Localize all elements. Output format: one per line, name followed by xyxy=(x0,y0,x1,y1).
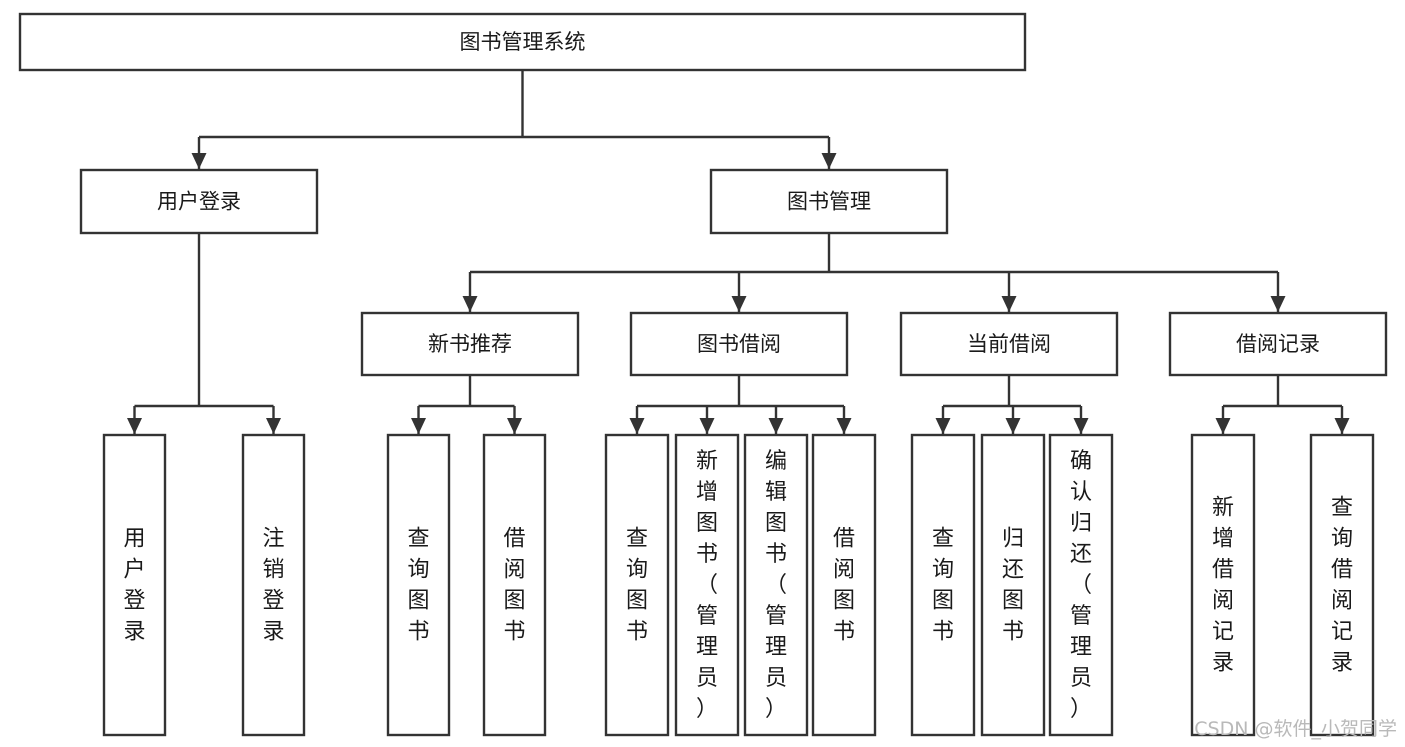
arrow-head-icon xyxy=(127,418,142,434)
node-box xyxy=(1048,433,1114,737)
node-l3-新书推荐[interactable]: 新书推荐 xyxy=(360,311,580,377)
node-l2-用户登录[interactable]: 用户登录 xyxy=(79,168,319,235)
node-label: 新增图书（管理员） xyxy=(696,449,718,722)
node-label: 图书管理 xyxy=(787,190,871,214)
node-label: 用户登录 xyxy=(123,527,145,645)
watermark-label: CSDN @软件_小贺同学 xyxy=(1194,718,1397,740)
node-leaf-确认归还管理员[interactable]: 确认归还（管理员） xyxy=(1048,433,1114,737)
node-leaf-查询借阅记录[interactable]: 查询借阅记录 xyxy=(1309,433,1375,737)
node-box xyxy=(811,433,877,737)
arrow-head-icon xyxy=(191,153,207,169)
arrow-head-icon xyxy=(1270,296,1286,312)
arrow-head-icon xyxy=(1073,418,1089,434)
node-label: 图书管理系统 xyxy=(460,30,586,54)
arrow-head-icon xyxy=(768,418,784,434)
arrow-head-icon xyxy=(411,418,426,434)
arrow-head-icon xyxy=(935,418,951,434)
node-leaf-查询图书[interactable]: 查询图书 xyxy=(386,433,451,737)
node-box xyxy=(482,433,547,737)
node-box xyxy=(1168,311,1388,377)
arrow-head-icon xyxy=(1005,418,1021,434)
node-label: 当前借阅 xyxy=(967,332,1051,356)
arrow-head-icon xyxy=(821,153,837,169)
connector-links-layer xyxy=(127,70,1350,434)
node-box xyxy=(604,433,670,737)
node-label: 查询借阅记录 xyxy=(1331,496,1353,676)
arrow-head-icon xyxy=(507,418,522,434)
node-label: 归还图书 xyxy=(1002,527,1024,645)
node-l3-借阅记录[interactable]: 借阅记录 xyxy=(1168,311,1388,377)
node-label: 确认归还（管理员） xyxy=(1070,449,1092,722)
node-l3-当前借阅[interactable]: 当前借阅 xyxy=(899,311,1119,377)
node-leaf-借阅图书[interactable]: 借阅图书 xyxy=(811,433,877,737)
node-box xyxy=(743,433,809,737)
node-label: 用户登录 xyxy=(157,190,241,214)
node-leaf-查询图书[interactable]: 查询图书 xyxy=(910,433,976,737)
node-label: 查询图书 xyxy=(932,527,954,645)
node-box xyxy=(980,433,1046,737)
node-leaf-编辑图书管理员[interactable]: 编辑图书（管理员） xyxy=(743,433,809,737)
node-label: 新书推荐 xyxy=(428,332,512,356)
node-l2-图书管理[interactable]: 图书管理 xyxy=(709,168,949,235)
node-box xyxy=(910,433,976,737)
node-label: 查询图书 xyxy=(407,527,429,645)
node-leaf-新增图书管理员[interactable]: 新增图书（管理员） xyxy=(674,433,740,737)
arrow-head-icon xyxy=(731,296,747,312)
node-box xyxy=(241,433,306,737)
node-label: 借阅图书 xyxy=(833,527,855,645)
arrow-head-icon xyxy=(1215,418,1231,434)
arrow-head-icon xyxy=(699,418,715,434)
node-box xyxy=(386,433,451,737)
arrow-head-icon xyxy=(266,418,281,434)
node-l3-图书借阅[interactable]: 图书借阅 xyxy=(629,311,849,377)
node-box xyxy=(1309,433,1375,737)
node-label: 图书借阅 xyxy=(697,332,781,356)
arrow-head-icon xyxy=(836,418,852,434)
node-box xyxy=(102,433,167,737)
node-leaf-新增借阅记录[interactable]: 新增借阅记录 xyxy=(1190,433,1256,737)
node-label: 查询图书 xyxy=(626,527,648,645)
arrow-head-icon xyxy=(1334,418,1350,434)
node-leaf-借阅图书[interactable]: 借阅图书 xyxy=(482,433,547,737)
node-leaf-注销登录[interactable]: 注销登录 xyxy=(241,433,306,737)
arrow-head-icon xyxy=(1001,296,1017,312)
node-root-图书管理系统[interactable]: 图书管理系统 xyxy=(18,12,1027,72)
node-label: 新增借阅记录 xyxy=(1212,496,1234,676)
node-leaf-归还图书[interactable]: 归还图书 xyxy=(980,433,1046,737)
arrow-head-icon xyxy=(629,418,645,434)
node-box xyxy=(79,168,319,235)
node-label: 借阅记录 xyxy=(1236,332,1320,356)
node-leaf-用户登录[interactable]: 用户登录 xyxy=(102,433,167,737)
node-boxes-layer: 图书管理系统用户登录图书管理新书推荐图书借阅当前借阅借阅记录用户登录注销登录查询… xyxy=(18,12,1388,737)
node-box xyxy=(18,12,1027,72)
node-label: 编辑图书（管理员） xyxy=(765,449,787,722)
node-box xyxy=(709,168,949,235)
node-box xyxy=(674,433,740,737)
node-box xyxy=(360,311,580,377)
node-label: 注销登录 xyxy=(262,527,284,645)
node-label: 借阅图书 xyxy=(503,527,525,645)
node-box xyxy=(1190,433,1256,737)
node-box xyxy=(899,311,1119,377)
arrow-head-icon xyxy=(462,296,478,312)
node-leaf-查询图书[interactable]: 查询图书 xyxy=(604,433,670,737)
node-box xyxy=(629,311,849,377)
